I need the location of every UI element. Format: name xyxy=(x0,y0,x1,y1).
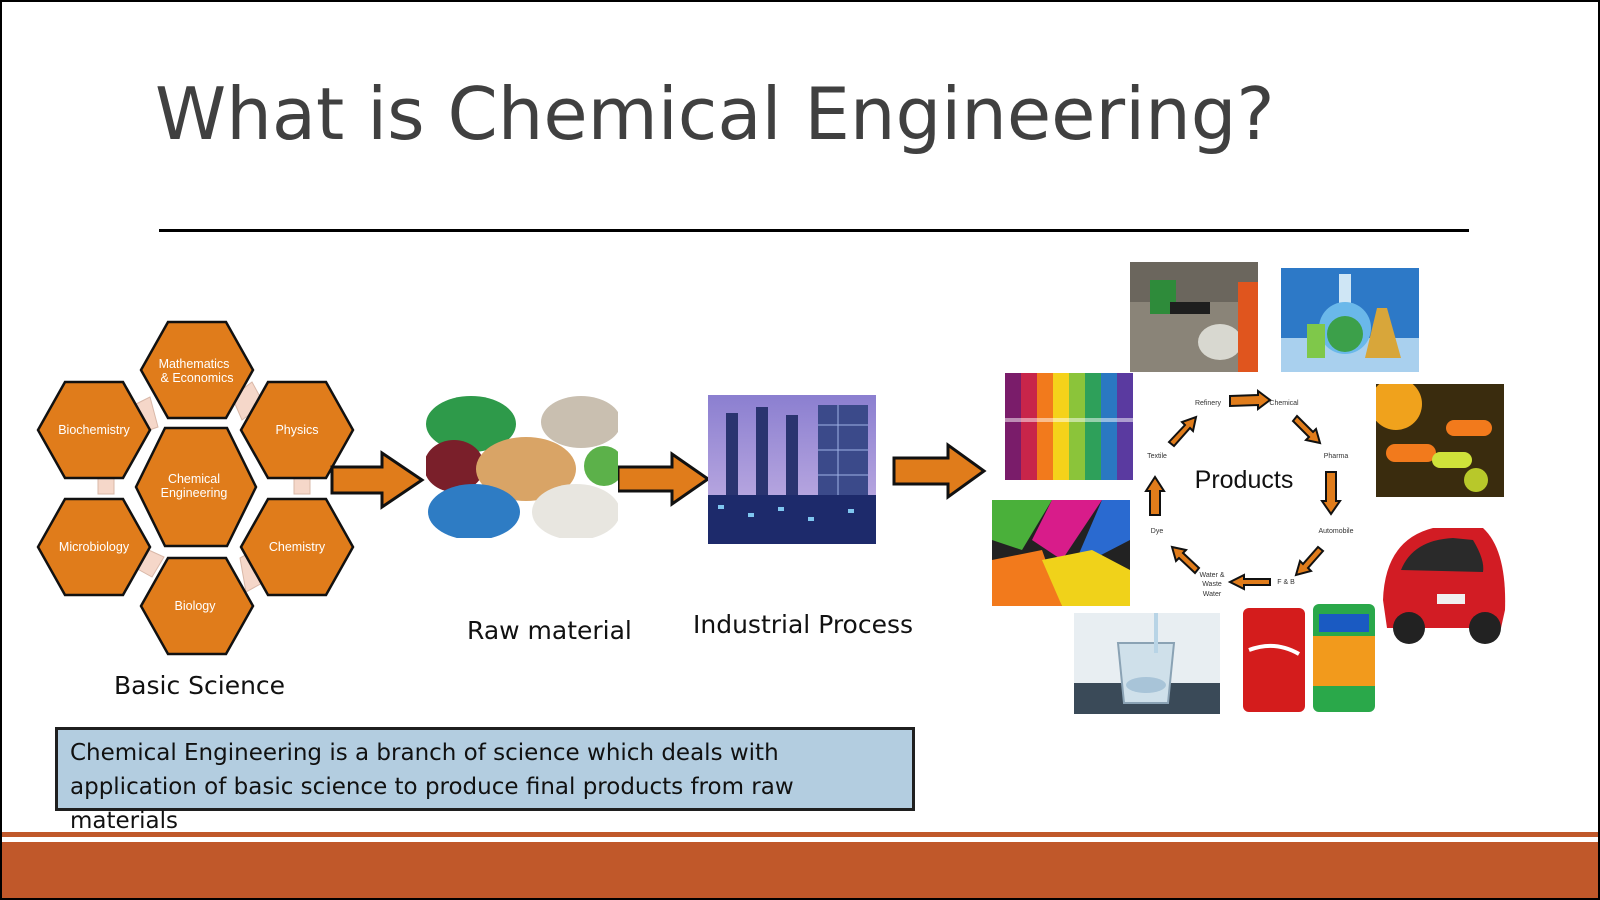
chemical-flasks-image xyxy=(1281,268,1419,372)
cycle-chemical: Chemical xyxy=(1269,400,1299,407)
automobile-car-image xyxy=(1373,510,1511,648)
industrial-process-label: Industrial Process xyxy=(693,610,913,639)
dye-powder-image xyxy=(992,500,1130,606)
hex-center-line1: Chemical xyxy=(168,472,220,486)
hex-lower-right-label: Chemistry xyxy=(269,540,326,554)
hex-upper-left-label: Biochemistry xyxy=(58,423,130,437)
definition-box: Chemical Engineering is a branch of scie… xyxy=(55,727,915,811)
hex-upper-right-label: Physics xyxy=(275,423,318,437)
cycle-water-line2: Waste xyxy=(1202,581,1222,588)
arrow-to-raw-material xyxy=(330,450,426,510)
cycle-refinery: Refinery xyxy=(1195,400,1222,407)
hex-top-line2: & Economics xyxy=(161,371,234,385)
cycle-textile: Textile xyxy=(1147,453,1167,460)
food-beverage-cans-image xyxy=(1239,600,1379,714)
refinery-fuel-image xyxy=(1130,262,1258,372)
cycle-dye: Dye xyxy=(1151,528,1164,535)
textile-yarn-image xyxy=(1005,373,1133,480)
industrial-process-image xyxy=(708,395,876,544)
footer-accent-line xyxy=(2,832,1600,837)
cycle-automobile: Automobile xyxy=(1318,528,1353,535)
raw-material-label: Raw material xyxy=(467,616,632,645)
hex-center-line2: Engineering xyxy=(161,486,228,500)
footer-bar xyxy=(2,842,1600,900)
water-glass-image xyxy=(1074,613,1220,714)
arrow-to-products xyxy=(892,442,988,500)
cycle-pharma: Pharma xyxy=(1324,453,1349,460)
cycle-water-line1: Water & xyxy=(1199,572,1224,579)
definition-text: Chemical Engineering is a branch of scie… xyxy=(70,740,794,834)
cycle-fnb: F & B xyxy=(1277,579,1295,586)
slide-title: What is Chemical Engineering? xyxy=(155,72,1275,156)
products-cycle: Products Refinery Chemical Pharma Automo… xyxy=(1132,382,1372,612)
pharma-capsules-image xyxy=(1376,384,1504,497)
arrow-to-industrial-process xyxy=(616,451,712,507)
hex-bottom-label: Biology xyxy=(175,599,217,613)
products-center-label: Products xyxy=(1195,466,1294,494)
basic-science-hexagons: Mathematics & Economics Biochemistry Phy… xyxy=(32,320,357,660)
cycle-water-line3: Water xyxy=(1203,591,1222,598)
basic-science-label: Basic Science xyxy=(114,671,285,700)
title-underline xyxy=(159,229,1469,232)
hex-lower-left-label: Microbiology xyxy=(59,540,130,554)
raw-material-image xyxy=(426,394,618,538)
hex-top-line1: Mathematics xyxy=(159,357,230,371)
